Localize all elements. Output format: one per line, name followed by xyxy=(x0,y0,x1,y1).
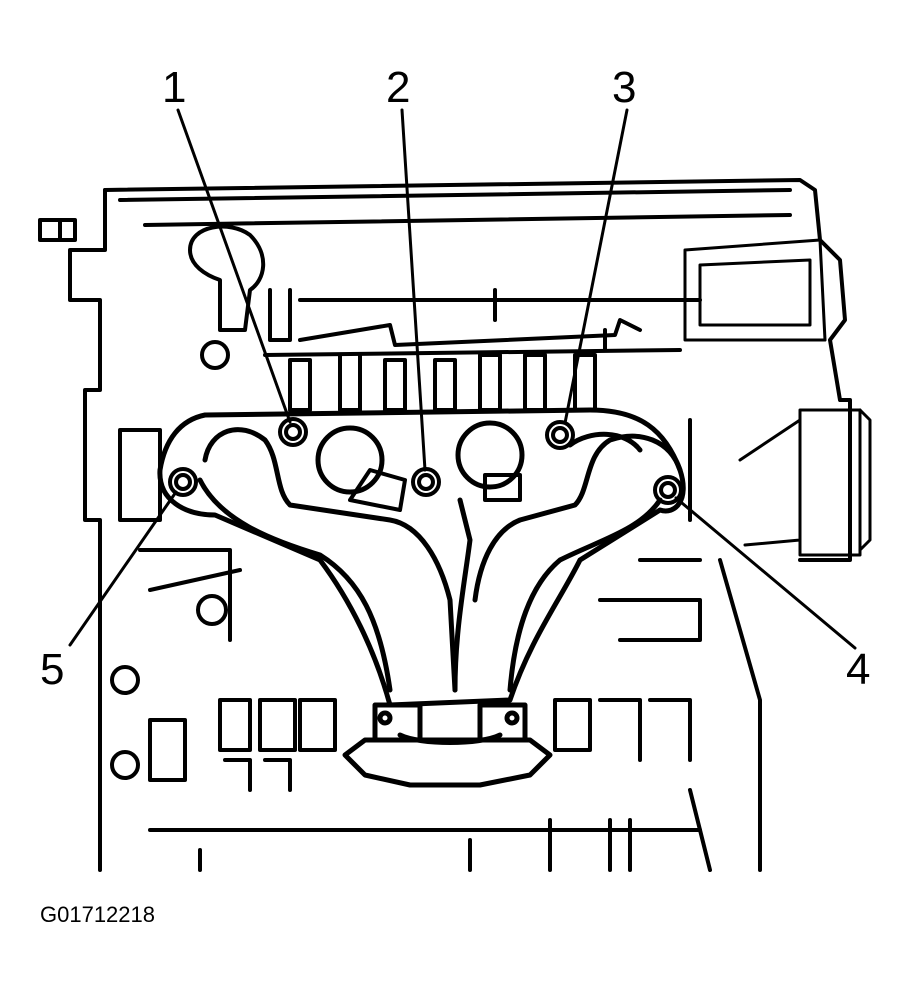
manifold-gasket-flange xyxy=(157,407,686,708)
leader-line-3 xyxy=(563,108,629,425)
bolt-2 xyxy=(411,467,441,497)
callout-3-label: 3 xyxy=(612,63,637,112)
leader-line-2 xyxy=(400,108,427,472)
engine-block xyxy=(38,178,872,872)
leader-lines xyxy=(68,108,857,650)
leader-line-5 xyxy=(68,490,178,647)
bolt-5 xyxy=(168,467,198,497)
leader-line-1 xyxy=(176,108,292,424)
outlet-flange xyxy=(342,702,553,788)
bolt-1 xyxy=(278,417,308,447)
manifold-bolts xyxy=(168,417,683,505)
bolt-3 xyxy=(545,420,575,450)
callout-5-label: 5 xyxy=(40,645,65,694)
leader-line-4 xyxy=(674,496,857,650)
figure-id: G01712218 xyxy=(40,902,155,927)
callout-1-label: 1 xyxy=(162,63,187,112)
exhaust-runners xyxy=(197,420,683,693)
callout-2-label: 2 xyxy=(386,63,411,112)
callout-4-label: 4 xyxy=(846,645,871,694)
bolt-4 xyxy=(653,475,683,505)
